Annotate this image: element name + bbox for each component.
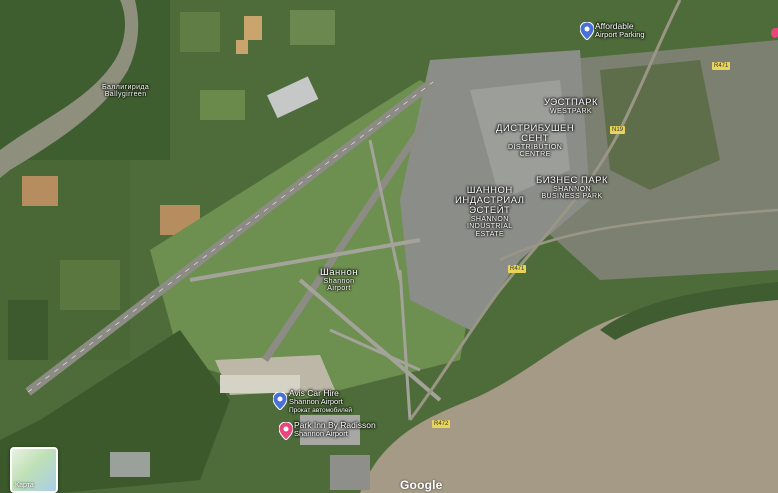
label-distribution-centre: ДИСТРИБУШЕН СЕНТ DISTRIBUTION CENTRE [496, 123, 575, 159]
label-business-park: БИЗНЕС ПАРК SHANNON BUSINESS PARK [536, 175, 609, 201]
label-shannon-airport: Шаннон Shannon Airport [320, 267, 359, 293]
label-industrial-estate: ШАННОН ИНДАСТРИАЛ ЭСТЕЙТ SHANNON INDUSTR… [455, 185, 525, 238]
google-logo: Google [400, 478, 443, 492]
car-hire-pin-icon[interactable] [273, 392, 287, 410]
road-badge: R471 [712, 62, 731, 70]
road-badge: R471 [508, 265, 527, 273]
pin-label-park-inn[interactable]: Park Inn By Radisson Shannon Airport [294, 420, 376, 439]
label-westpark: УЭСТПАРК WESTPARK [544, 97, 599, 115]
map-layer-toggle-button[interactable]: Карта [10, 447, 58, 493]
hotel-pin-icon[interactable] [279, 422, 293, 440]
road-badge: R472 [432, 420, 451, 428]
pin-label-avis[interactable]: Avis Car Hire Shannon Airport Прокат авт… [289, 388, 353, 414]
offscreen-pin-icon[interactable] [771, 28, 778, 38]
label-ballygirreen: Баллигирида Ballygirreen [102, 84, 150, 99]
parking-pin-icon[interactable] [580, 22, 594, 40]
pin-label-affordable-parking[interactable]: Affordable Airport Parking [595, 21, 645, 40]
map-thumbnail [12, 449, 56, 491]
road-badge: N19 [610, 126, 626, 134]
